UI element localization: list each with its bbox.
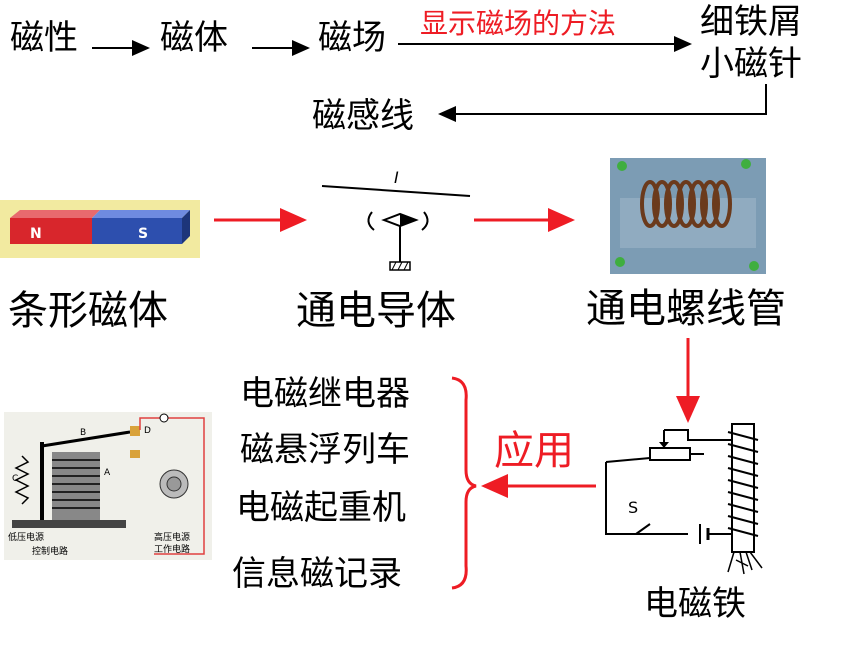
magnetism-text: 磁性	[10, 18, 78, 58]
high-voltage-source-label: 高压电源	[154, 533, 191, 543]
wire-caption: 通电导体	[296, 288, 456, 334]
low-voltage-source-label: 低压电源	[8, 533, 45, 543]
solenoid-caption: 通电螺线管	[586, 286, 786, 332]
working-circuit-label: 工作电路	[154, 545, 191, 555]
display-method-label: 显示磁场的方法	[420, 7, 617, 40]
solenoid-photo	[610, 158, 766, 274]
north-pole-label: N	[30, 226, 42, 242]
switch-label: S	[628, 498, 639, 517]
relay-graphic	[12, 413, 205, 555]
small-needle-text: 小磁针	[700, 44, 802, 84]
bar-magnet-caption: 条形磁体	[8, 288, 168, 334]
applications-label: 应用	[494, 428, 574, 474]
south-pole-label: S	[138, 226, 149, 242]
arrow-methods-to-lines	[438, 84, 767, 122]
magnetic-field-text: 磁场	[318, 18, 386, 58]
app-item-relay: 电磁继电器	[240, 374, 410, 414]
field-lines-text: 磁感线	[312, 96, 414, 136]
relay-label-d: D	[144, 426, 151, 436]
bar-magnet-frame: N S	[0, 200, 200, 258]
relay-diagram: 低压电源 控制电路 高压电源 工作电路 A B C D	[4, 412, 212, 560]
iron-filings-text: 细铁屑	[700, 2, 802, 42]
applications-brace	[451, 376, 477, 590]
bar-magnet-graphic	[10, 210, 190, 244]
app-item-crane: 电磁起重机	[236, 488, 406, 528]
control-circuit-label: 控制电路	[32, 547, 69, 557]
relay-label-c: C	[12, 474, 19, 484]
current-label: I	[394, 168, 399, 187]
relay-label-b: B	[80, 428, 87, 438]
app-item-recording: 信息磁记录	[232, 554, 402, 594]
solenoid-graphic	[610, 158, 766, 274]
relay-label-a: A	[104, 468, 111, 478]
electromagnet-caption: 电磁铁	[644, 584, 746, 624]
magnet-text: 磁体	[160, 18, 228, 58]
app-item-maglev: 磁悬浮列车	[240, 430, 410, 470]
